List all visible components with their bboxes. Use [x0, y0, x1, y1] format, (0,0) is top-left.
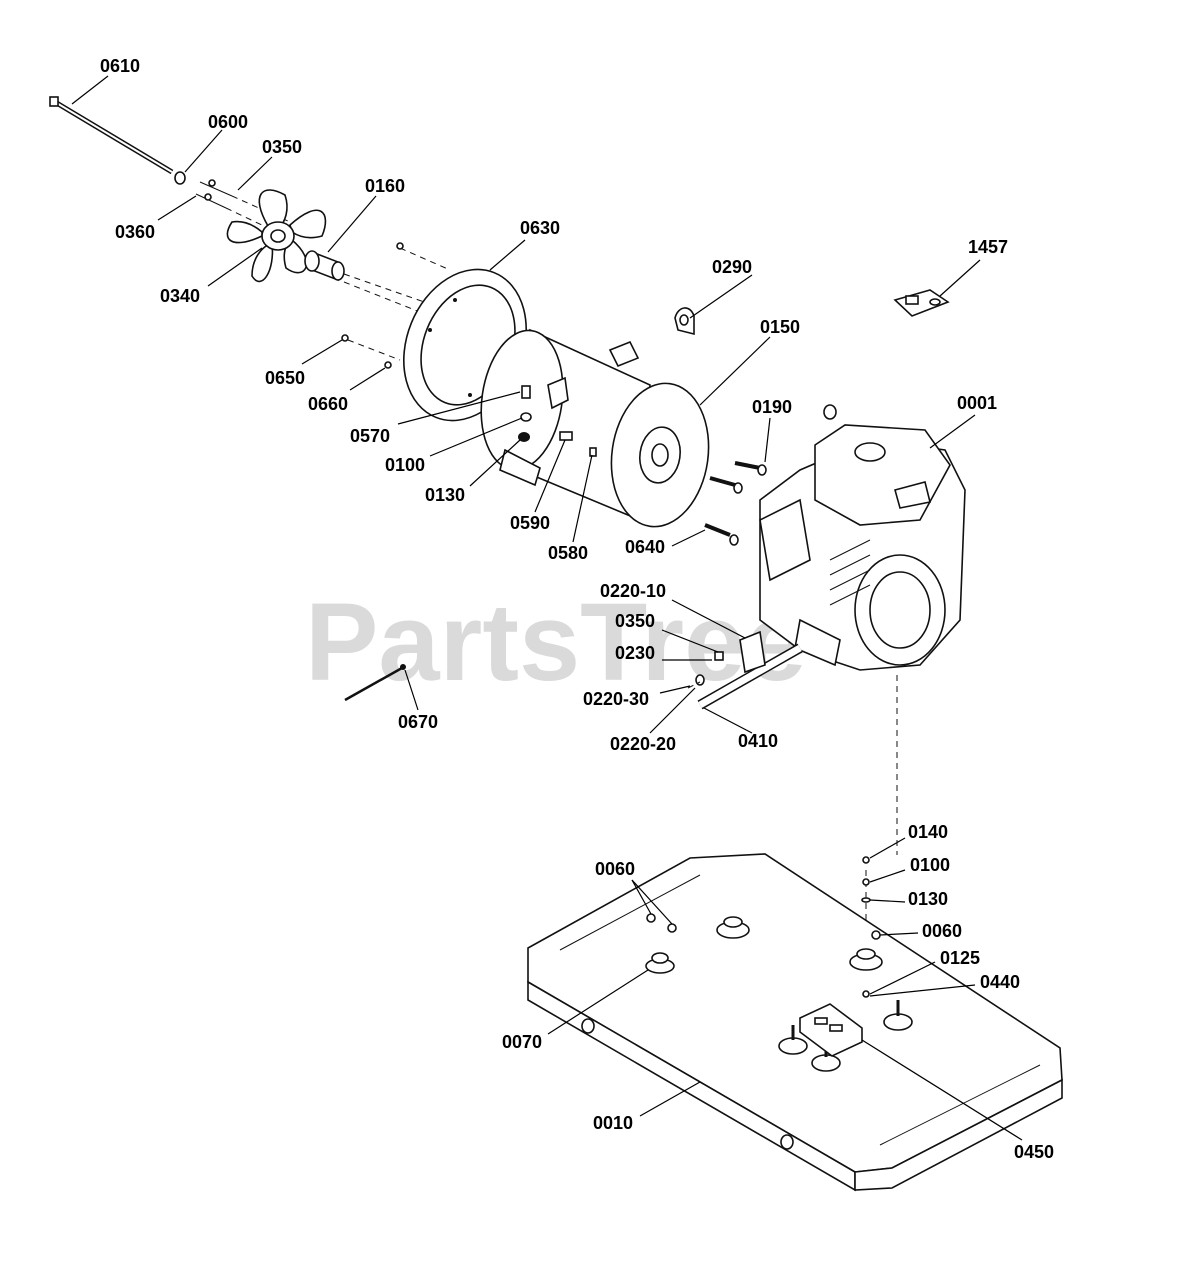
callout-0001: 0001 — [957, 393, 997, 413]
part-bracket — [674, 307, 695, 336]
callout-0590: 0590 — [510, 513, 550, 533]
callout-0660: 0660 — [308, 394, 348, 414]
callout-0220-30: 0220-30 — [583, 689, 649, 709]
callout-0190: 0190 — [752, 397, 792, 417]
callout-0060: 0060 — [595, 859, 635, 879]
part-shroud-screws — [341, 334, 401, 369]
callout-0070: 0070 — [502, 1032, 542, 1052]
callout-0010: 0010 — [593, 1113, 633, 1133]
leader-lines — [71, 75, 1023, 1141]
callout-0610: 0610 — [100, 56, 140, 76]
callout-0570: 0570 — [350, 426, 390, 446]
part-terminal-hardware — [518, 385, 597, 457]
part-plate-1457 — [893, 289, 950, 317]
callout-0650: 0650 — [265, 368, 305, 388]
part-hub — [304, 250, 431, 317]
part-mount-bracket — [799, 1003, 863, 1057]
part-engine — [759, 404, 966, 671]
callout-0130: 0130 — [425, 485, 465, 505]
callout-0440: 0440 — [980, 972, 1020, 992]
callout-0220-10: 0220-10 — [600, 581, 666, 601]
callout-0630: 0630 — [520, 218, 560, 238]
callout-0450: 0450 — [1014, 1142, 1054, 1162]
callout-0360: 0360 — [115, 222, 155, 242]
callout-0580: 0580 — [548, 543, 588, 563]
callout-0670: 0670 — [398, 712, 438, 732]
part-tie-rod — [344, 664, 406, 702]
callout-0220-20: 0220-20 — [610, 734, 676, 754]
callout-0125: 0125 — [940, 948, 980, 968]
callout-0350: 0350 — [262, 137, 302, 157]
callout-0160: 0160 — [365, 176, 405, 196]
callout-0600: 0600 — [208, 112, 248, 132]
callout-1457: 1457 — [968, 237, 1008, 257]
callout-0640: 0640 — [625, 537, 665, 557]
callout-0290: 0290 — [712, 257, 752, 277]
callout-0410: 0410 — [738, 731, 778, 751]
part-base-frame — [527, 853, 1063, 1192]
part-fan — [226, 189, 327, 283]
callout-0350-lower: 0350 — [615, 611, 655, 631]
callout-labels: 0610 0600 0350 0360 0160 0340 0630 0290 … — [100, 56, 1054, 1162]
part-shaft — [687, 630, 803, 710]
callout-0150: 0150 — [760, 317, 800, 337]
part-long-bolt — [49, 96, 174, 175]
callout-0230: 0230 — [615, 643, 655, 663]
part-fan-bolts — [195, 179, 291, 237]
callout-0100: 0100 — [385, 455, 425, 475]
part-washer — [174, 171, 186, 185]
part-generator-housing — [480, 328, 710, 528]
callout-0340: 0340 — [160, 286, 200, 306]
callout-0060-right: 0060 — [922, 921, 962, 941]
part-engine-bolts — [704, 461, 767, 546]
watermark: PartsTree — [305, 581, 806, 704]
callout-0130-lower: 0130 — [908, 889, 948, 909]
callout-0100-lower: 0100 — [910, 855, 950, 875]
callout-0140: 0140 — [908, 822, 948, 842]
